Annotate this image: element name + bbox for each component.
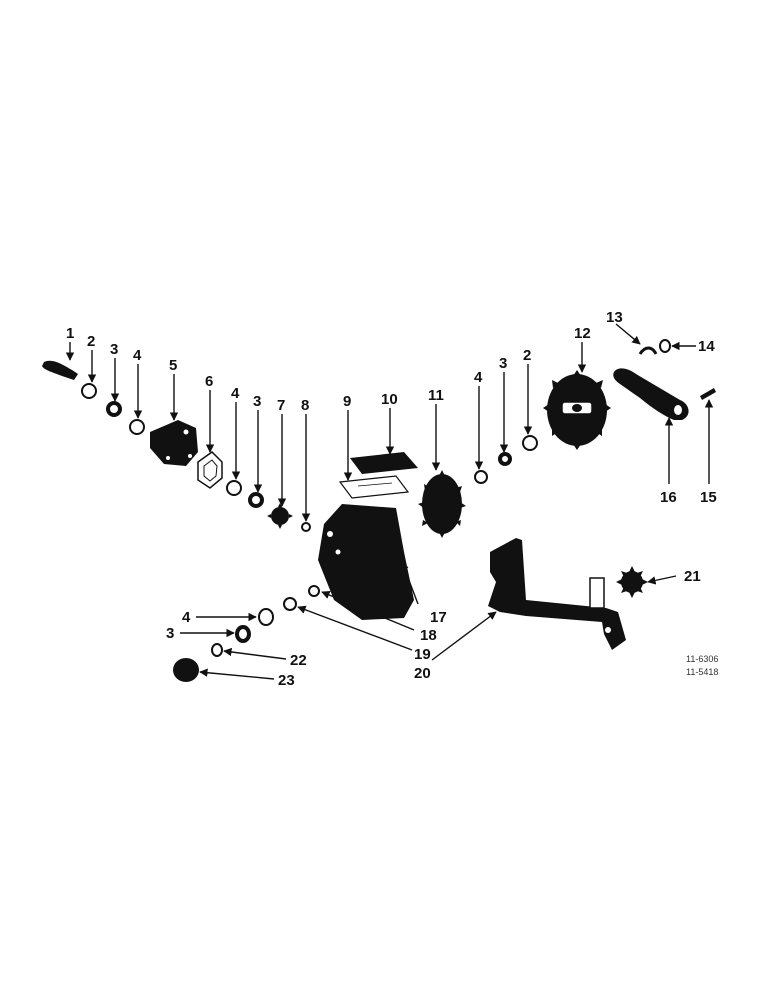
callout-7: 7 [277,397,285,414]
part-3-bearing-center [248,492,264,508]
callout-4-right: 4 [474,369,483,386]
reference-codes: 11-6306 11-5418 [686,654,718,677]
part-12-gear-large [543,370,611,450]
part-13-clip [638,346,658,355]
part-21-sprocket-small [616,566,648,598]
callout-13: 13 [606,309,623,326]
callout-3-right: 3 [499,355,507,372]
callout-9: 9 [343,393,351,410]
part-1-shaft [42,360,78,380]
part-22-ring-lower [211,643,223,657]
callout-14: 14 [698,338,715,355]
part-20-bracket [488,538,626,650]
part-4-ring-lower [258,608,274,626]
callout-4-center: 4 [231,385,240,402]
part-4-ring-center [226,480,242,496]
part-2-washer-left [81,383,97,399]
part-3-bearing-left [106,401,122,417]
callout-5: 5 [169,357,177,374]
part-16-crank-handle [613,368,689,420]
callout-21: 21 [684,568,701,585]
callout-11: 11 [428,387,444,404]
part-5-cover [150,420,198,466]
leader-lines [65,323,714,680]
callout-16: 16 [660,489,677,506]
callout-2-right: 2 [523,347,531,364]
callout-15: 15 [700,489,717,506]
part-8-ring-small [301,522,311,532]
callout-1: 1 [66,325,74,342]
part-6-gasket [197,451,223,489]
callout-3-lower: 3 [166,625,174,642]
callout-17: 17 [430,609,447,626]
part-4-ring-right [474,470,488,484]
part-17-housing [318,504,414,620]
part-3-bearing-right [498,452,512,466]
reference-code-1: 11-6306 [686,654,718,664]
part-2-washer-right [522,435,538,451]
callout-10: 10 [381,391,398,408]
callout-12: 12 [574,325,591,342]
callout-8: 8 [301,397,309,414]
callout-4-lower: 4 [182,609,191,626]
part-19-ring [283,597,297,611]
part-9-gasket-plate [338,475,410,499]
callout-2-left: 2 [87,333,95,350]
callout-23: 23 [278,672,295,689]
callout-numbers: 1 2 3 4 5 6 4 3 7 8 9 10 11 4 3 2 12 13 … [66,309,717,689]
callout-3-left: 3 [110,341,118,358]
callout-22: 22 [290,652,307,669]
part-10-plate [350,452,418,474]
part-23-knob [173,658,199,682]
callout-18: 18 [420,627,437,644]
part-3-bearing-lower [235,625,251,643]
part-11-sprocket [418,470,466,538]
part-7-gear-small [267,503,293,529]
callout-4-left: 4 [133,347,142,364]
part-14-ring [659,339,671,353]
callout-3-center: 3 [253,393,261,410]
part-18-ring-small [308,585,320,597]
part-15-pin [700,388,716,400]
part-4-ring-left [129,419,145,435]
reference-code-2: 11-5418 [686,667,718,677]
callout-19: 19 [414,646,431,663]
callout-6: 6 [205,373,213,390]
callout-20: 20 [414,665,431,682]
